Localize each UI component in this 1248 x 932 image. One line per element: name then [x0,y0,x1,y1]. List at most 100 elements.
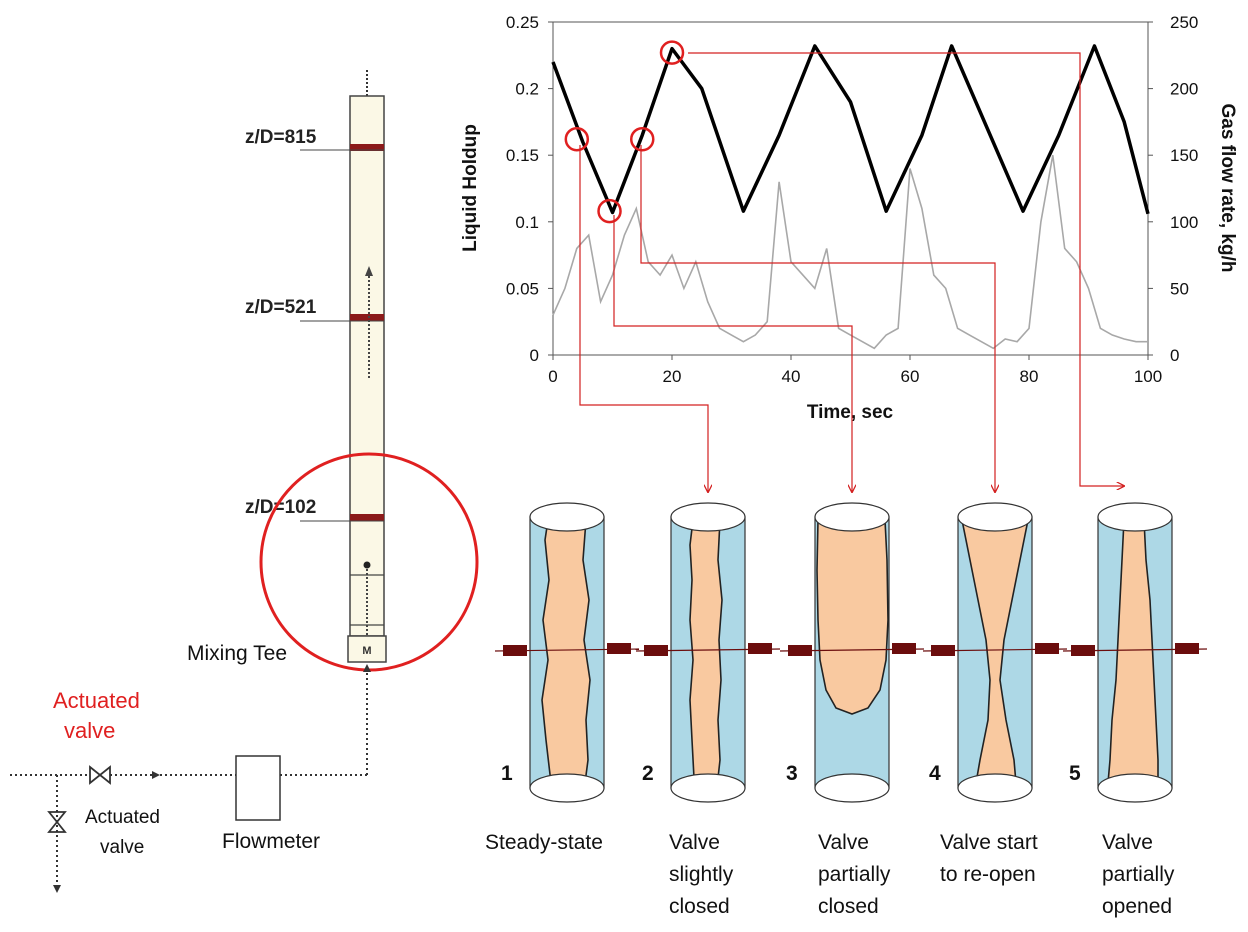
probe-right [892,643,916,654]
gas-flow-line [552,155,1148,350]
x-tick-label: 0 [548,367,557,386]
actuated-valve-red-label: Actuated valve [53,688,146,743]
y-axis-label: Liquid Holdup [460,124,481,252]
event-marker [597,198,622,224]
bypass-valve-icon [47,811,67,833]
panel-caption-line: Valve [669,831,720,854]
probe-left [503,645,527,656]
event-markers [564,40,685,224]
panel-number: 4 [929,762,941,785]
flow-regime-panels: 1Steady-state2Valveslightlyclosed3Valvep… [485,502,1208,918]
liquid-region [816,519,889,715]
event-marker [659,40,685,65]
event-marker [630,126,655,152]
inlet-piping [10,667,368,890]
x-tick-label: 100 [1134,367,1162,386]
event-connectors [579,52,1124,492]
connector-4-to-panel-5 [688,52,1124,486]
x-tick-label: 40 [782,367,801,386]
pipe-bottom [670,773,746,803]
panel-caption-line: to re-open [940,863,1036,886]
probe-right [1035,643,1059,654]
pipe-top [670,502,746,532]
pipe-top [529,502,605,532]
panel-number: 2 [642,762,654,785]
panel-caption-line: partially [1102,863,1175,886]
panel-caption-line: partially [818,863,891,886]
pipe-bottom [814,773,890,803]
series-gas-flow-rate [552,155,1148,350]
station-label-815: z/D=815 [245,127,317,148]
y2-tick-label: 200 [1170,80,1198,99]
liquid-region [541,519,591,784]
probe-left [788,645,812,656]
y2-tick-label: 0 [1170,346,1179,365]
series-liquid-holdup [551,44,1150,215]
holdup-line [551,44,1150,215]
flowmeter-box [235,755,281,821]
y-tick-label: 0.1 [515,213,539,232]
y2-tick-label: 50 [1170,279,1189,298]
x-tick-label: 60 [901,367,920,386]
y2-tick-label: 250 [1170,13,1198,32]
mixing-tee [347,635,387,663]
panel-caption-line: closed [669,895,730,918]
event-marker [564,126,590,152]
pipe-bottom [1097,773,1173,803]
probe-left [1071,645,1095,656]
pipe-top [957,502,1033,532]
panel-caption-line: Valve start [940,831,1038,854]
panel-caption-line: opened [1102,895,1172,918]
y-tick-label: 0.2 [515,80,539,99]
y2-tick-label: 150 [1170,146,1198,165]
mixing-tee-mark: M [362,645,371,657]
probe-left [644,645,668,656]
vertical-pipe [349,95,385,637]
pipe-bottom [957,773,1033,803]
panel-caption-line: slightly [669,863,734,886]
panel-caption-line: Valve [818,831,869,854]
probe-right [1175,643,1199,654]
panel-number: 5 [1069,762,1081,785]
connector-3-to-panel-4 [640,145,995,492]
panel-number: 1 [501,762,513,785]
flowmeter-label: Flowmeter [222,830,320,853]
station-ring-815 [300,144,384,151]
y2-tick-label: 100 [1170,213,1198,232]
test-loop-schematic: z/D=815 z/D=521 z/D=102 M Mixing Tee Act… [10,70,479,893]
pipe-top [814,502,890,532]
connector-1-to-panel-2 [579,145,708,492]
y2-axis-label: Gas flow rate, kg/h [1217,104,1238,273]
panel-number: 3 [786,762,798,785]
liquid-region [689,519,723,779]
actuated-valve-icon [89,765,111,785]
y-tick-label: 0 [530,346,539,365]
holdup-gas-flow-chart: 0 20 40 60 80 100 0 0.05 0.1 0.15 0.2 0.25 0 50 100 150… [460,13,1238,423]
y-tick-label: 0.05 [506,279,539,298]
panel-caption-line: Valve [1102,831,1153,854]
y-tick-label: 0.15 [506,146,539,165]
actuated-valve-label: Actuated valve [85,807,165,858]
station-label-102: z/D=102 [245,497,316,518]
station-ring-102 [300,514,384,522]
x-tick-label: 20 [663,367,682,386]
x-axis-label: Time, sec [807,402,894,423]
probe-right [748,643,772,654]
y-tick-label: 0.25 [506,13,539,32]
pipe-top [1097,502,1173,532]
axis-ticks: 0 20 40 60 80 100 0 0.05 0.1 0.15 0.2 0.25 0 50 100 150… [506,13,1198,386]
probe-right [607,643,631,654]
panel-caption-line: Steady-state [485,831,603,854]
x-tick-label: 80 [1020,367,1039,386]
mixing-tee-label: Mixing Tee [187,642,287,665]
probe-left [931,645,955,656]
panel-caption-line: closed [818,895,879,918]
plot-area [552,21,1149,356]
pipe-bottom [529,773,605,803]
connector-2-to-panel-3 [613,215,852,492]
